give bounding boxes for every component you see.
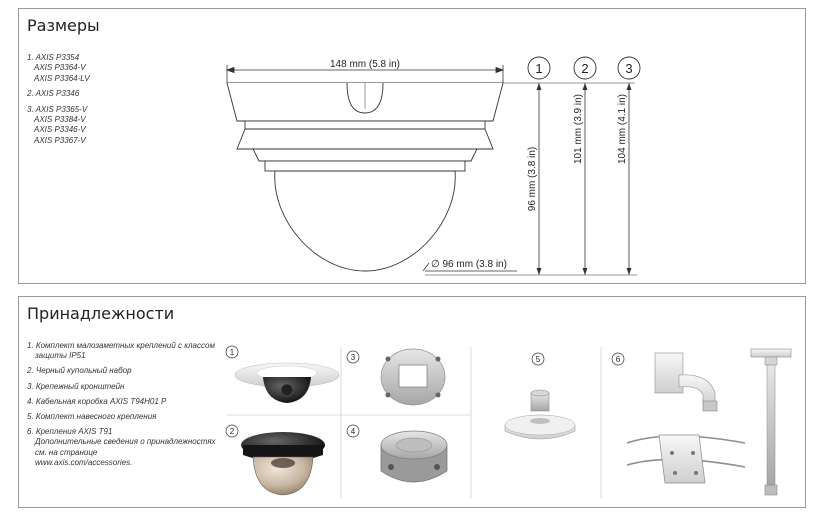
svg-text:5: 5: [536, 355, 541, 364]
accessory-item-6: 6. Крепления AXIS T91 Дополнительные све…: [27, 427, 217, 468]
dimension-drawing: 148 mm (5.8 in) ∅ 96 mm (3.8 in) 1: [225, 56, 641, 276]
accessory-line: 1. Комплект малозаметных креплений с кла…: [27, 341, 215, 350]
thumb-number-6: 6: [611, 352, 625, 366]
width-dimension: [225, 65, 505, 83]
accessory-item-3: 3. Крепежный кронштейн: [27, 382, 217, 392]
accessory-line: www.axis.com/accessories.: [35, 457, 133, 467]
thumb-number-4: 4: [346, 424, 360, 438]
camera-outline: [226, 82, 504, 272]
thumb-number-1: 1: [225, 345, 239, 359]
accessories-panel: Принадлежности 1. Комплект малозаметных …: [18, 296, 806, 508]
diameter-label: ∅ 96 mm (3.8 in): [431, 259, 507, 270]
model-line: 1. AXIS P3354: [27, 53, 80, 62]
wall-mount-image: [654, 352, 718, 412]
pole-mount-image: [626, 434, 746, 484]
model-line: AXIS P3367-V: [34, 135, 86, 145]
pendant-kit-image: [504, 389, 576, 440]
dimensions-panel: Размеры 1. AXIS P3354 AXIS P3364-V AXIS …: [18, 8, 806, 284]
model-line: AXIS P3364-LV: [34, 73, 90, 83]
accessory-line: защиты IP51: [35, 351, 86, 361]
accessory-line: см. на странице: [35, 447, 98, 457]
thumb-number-2: 2: [225, 424, 239, 438]
svg-text:3: 3: [351, 353, 356, 362]
model-group-2: 2. AXIS P3346: [27, 89, 147, 99]
accessory-line: 6. Крепления AXIS T91: [27, 427, 113, 437]
thumb-number-3: 3: [346, 350, 360, 364]
height-number-1: 1: [535, 61, 542, 76]
accessory-line: 2. Черный купольный набор: [27, 366, 132, 376]
dimensions-title: Размеры: [27, 16, 100, 35]
model-group-1: 1. AXIS P3354 AXIS P3364-V AXIS P3364-LV: [27, 53, 147, 84]
accessory-list: 1. Комплект малозаметных креплений с кла…: [27, 341, 217, 473]
height-dimension-1: 1 96 mm (3.8 in): [527, 56, 551, 275]
black-dome-image: [241, 432, 325, 496]
svg-text:1: 1: [230, 348, 235, 357]
model-group-3: 3. AXIS P3365-V AXIS P3384-V AXIS P3346-…: [27, 105, 147, 147]
svg-text:2: 2: [230, 427, 235, 436]
accessory-line: Дополнительные сведения о принадлежностя…: [35, 437, 216, 447]
accessory-item-5: 5. Комплект навесного крепления: [27, 412, 217, 422]
pole-column-image: [750, 348, 792, 496]
diameter-leader: [422, 262, 517, 272]
accessory-item-1: 1. Комплект малозаметных креплений с кла…: [27, 341, 217, 361]
recessed-mount-image: [234, 362, 340, 403]
mounting-bracket-image: [380, 348, 446, 406]
accessory-line: 3. Крепежный кронштейн: [27, 381, 125, 391]
cable-box-image: [380, 430, 448, 483]
accessory-images: 1 2 3 4 5 6: [225, 345, 792, 499]
height-dimension-3: 3 104 mm (4.1 in): [617, 56, 641, 275]
model-line: 2. AXIS P3346: [27, 89, 80, 99]
model-line: AXIS P3384-V: [34, 115, 86, 125]
thumb-number-5: 5: [531, 352, 545, 366]
height-dimension-2: 2 101 mm (3.9 in): [573, 56, 597, 275]
accessory-line: 5. Комплект навесного крепления: [27, 412, 157, 422]
accessory-item-4: 4. Кабельная коробка AXIS T94H01 P: [27, 397, 217, 407]
svg-text:6: 6: [616, 355, 621, 364]
model-line: 3. AXIS P3365-V: [27, 104, 88, 114]
accessories-title: Принадлежности: [27, 304, 175, 323]
accessory-line: 4. Кабельная коробка AXIS T94H01 P: [27, 396, 167, 406]
svg-text:4: 4: [351, 427, 356, 436]
width-label: 148 mm (5.8 in): [330, 59, 400, 70]
height-label-3: 104 mm (4.1 in): [617, 94, 628, 164]
height-number-2: 2: [581, 61, 588, 76]
model-line: AXIS P3364-V: [34, 63, 86, 73]
height-number-3: 3: [625, 61, 632, 76]
model-list: 1. AXIS P3354 AXIS P3364-V AXIS P3364-LV…: [27, 53, 147, 151]
image-grid-lines: [227, 347, 602, 499]
height-label-1: 96 mm (3.8 in): [527, 147, 538, 211]
model-line: AXIS P3346-V: [34, 125, 86, 135]
height-label-2: 101 mm (3.9 in): [573, 94, 584, 164]
accessory-item-2: 2. Черный купольный набор: [27, 366, 217, 376]
